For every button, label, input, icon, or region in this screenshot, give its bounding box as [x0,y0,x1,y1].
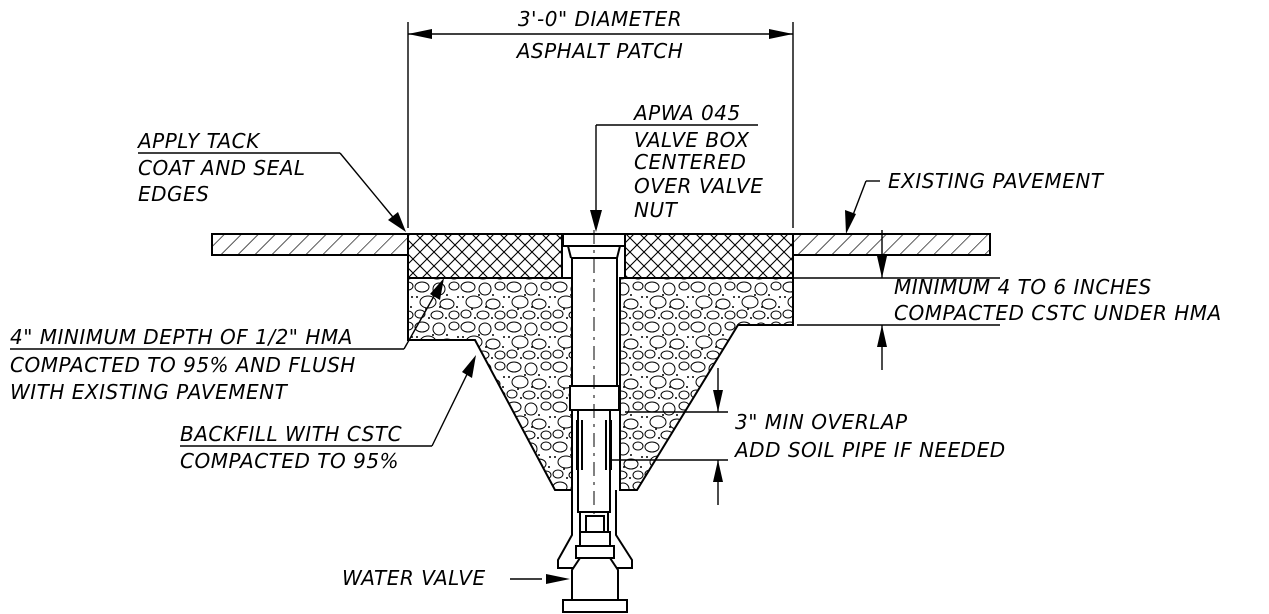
backfill-note-line2: COMPACTED TO 95% [180,449,399,473]
existing-pavement [211,233,991,256]
hma-leader [10,278,444,350]
pavement-note-line1: EXISTING PAVEMENT [888,169,1105,193]
tack-coat-leader [138,152,406,232]
overlap-note-line2: ADD SOIL PIPE IF NEEDED [733,438,1006,462]
hma-note-line1: 4" MINIMUM DEPTH OF 1/2" HMA [10,325,353,349]
cstc-depth-note-line1: MINIMUM 4 TO 6 INCHES [894,275,1152,299]
valve-note-line1: WATER VALVE [342,566,486,590]
backfill-leader [180,355,476,447]
existing-pavement-leader [845,180,880,234]
tack-note-line1: APPLY TACK [136,129,261,153]
apwa-leader [590,124,758,232]
cstc-depth-dimension [793,230,1000,370]
overlap-note-line1: 3" MIN OVERLAP [735,410,908,434]
diameter-note-line1: 3'-0" DIAMETER [518,7,682,31]
tack-note-line2: COAT AND SEAL [138,156,306,180]
water-valve-leader [510,574,570,584]
hma-note-line3: WITH EXISTING PAVEMENT [10,380,289,404]
apwa-note-line1: APWA 045 [632,101,741,125]
apwa-note-line5: NUT [634,198,679,222]
diameter-note-line2: ASPHALT PATCH [515,39,684,63]
hma-note-line2: COMPACTED TO 95% AND FLUSH [10,353,356,377]
apwa-note-line2: VALVE BOX [634,128,750,152]
water-valve [562,515,628,613]
apwa-note-line4: OVER VALVE [634,174,763,198]
valve-box [557,230,633,600]
cstc-depth-note-line2: COMPACTED CSTC UNDER HMA [894,301,1222,325]
tack-note-line3: EDGES [138,182,209,206]
apwa-note-line3: CENTERED [634,150,746,174]
backfill-note-line1: BACKFILL WITH CSTC [180,422,402,446]
diameter-dimension [407,22,794,228]
overlap-dimension [611,368,728,505]
